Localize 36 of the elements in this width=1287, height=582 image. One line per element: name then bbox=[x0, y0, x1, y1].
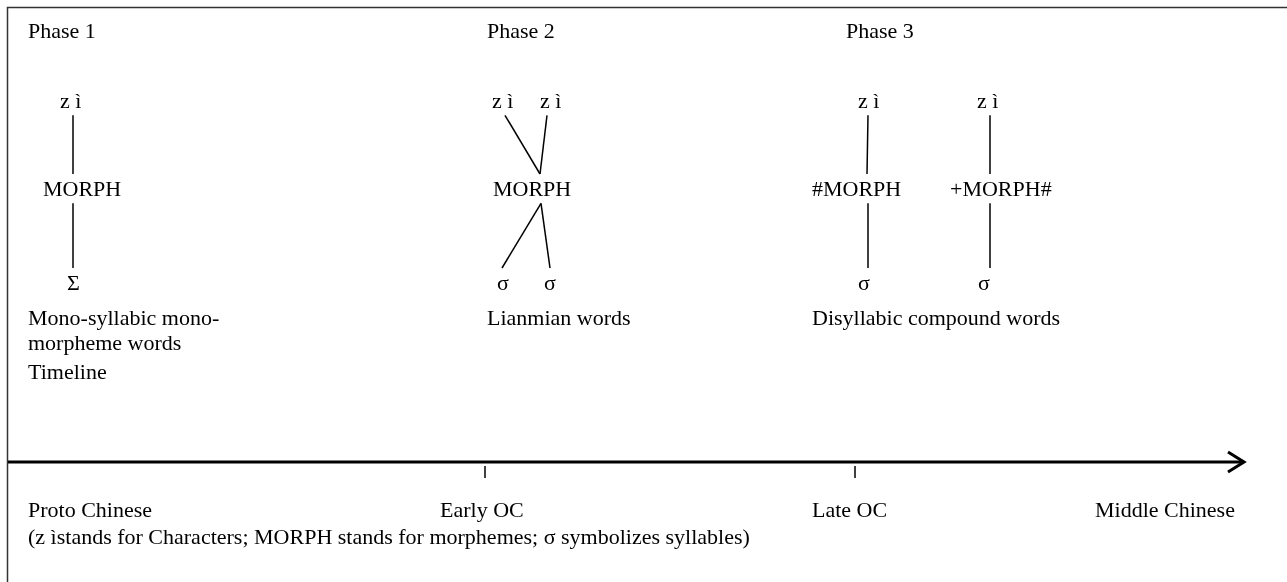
tree-node-label: z ì bbox=[858, 88, 880, 114]
tree-node-label: z ì bbox=[977, 88, 999, 114]
word-type-caption: Mono-syllabic mono-morpheme words bbox=[28, 305, 221, 356]
tree-node-label: σ bbox=[978, 270, 990, 296]
legend-note: (z ìstands for Characters; MORPH stands for morphemes; σ symbolizes syllables) bbox=[28, 524, 750, 550]
tree-node-label: #MORPH bbox=[812, 176, 902, 202]
word-type-caption: Lianmian words bbox=[487, 305, 631, 331]
tree-line bbox=[504, 114, 541, 175]
tree-line bbox=[72, 202, 74, 269]
tree-node-label: σ bbox=[497, 270, 509, 296]
tree-node-label: z ì bbox=[60, 88, 82, 114]
period-label: Middle Chinese bbox=[1095, 497, 1235, 523]
phase-heading: Phase 3 bbox=[846, 18, 914, 44]
tree-node-label: +MORPH# bbox=[950, 176, 1052, 202]
phase-heading: Phase 2 bbox=[487, 18, 555, 44]
tree-line bbox=[501, 202, 542, 269]
timeline-label: Timeline bbox=[28, 359, 107, 385]
tree-line bbox=[989, 202, 991, 269]
period-label: Early OC bbox=[440, 497, 524, 523]
period-label: Late OC bbox=[812, 497, 888, 523]
tree-node-label: MORPH bbox=[43, 176, 122, 202]
period-label: Proto Chinese bbox=[28, 497, 153, 523]
tree-node-label: σ bbox=[858, 270, 870, 296]
tree-line bbox=[540, 202, 551, 269]
tree-node-label: z ì bbox=[492, 88, 514, 114]
tree-line bbox=[72, 114, 74, 175]
phase-heading: Phase 1 bbox=[28, 18, 96, 44]
tree-line bbox=[866, 114, 869, 175]
tree-node-label: MORPH bbox=[493, 176, 572, 202]
word-type-caption: Disyllabic compound words bbox=[812, 305, 1061, 331]
tree-line bbox=[539, 114, 548, 175]
tree-node-label: Σ bbox=[67, 270, 80, 296]
tree-node-label: σ bbox=[544, 270, 556, 296]
tree-node-label: z ì bbox=[540, 88, 562, 114]
tree-line bbox=[867, 202, 869, 269]
tree-line bbox=[989, 114, 991, 175]
